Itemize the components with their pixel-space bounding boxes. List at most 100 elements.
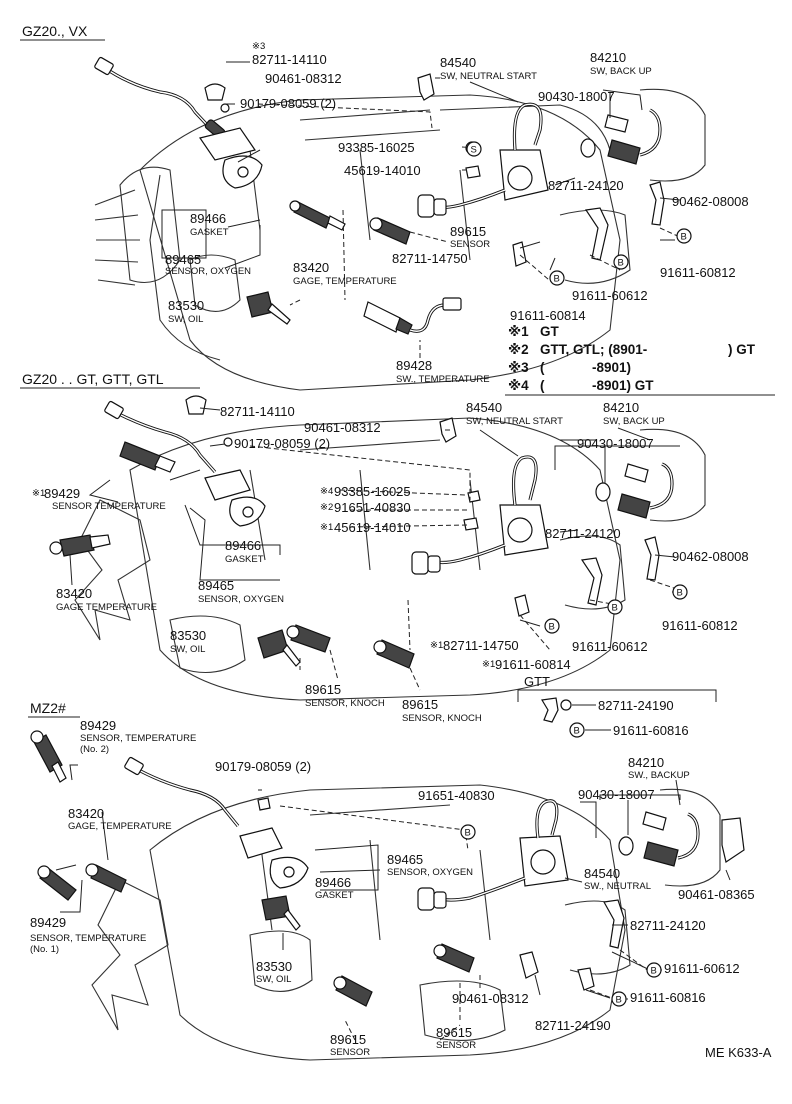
section-title: GZ20 . . GT, GTT, GTL	[22, 371, 164, 387]
bolt-marker-icon: B	[569, 722, 585, 738]
bolt-marker-icon: B	[672, 584, 688, 600]
part-number-93385-16025: 93385-16025	[334, 484, 411, 499]
part-caption: GAGE, TEMPERATURE	[68, 821, 172, 832]
note-mark: ※2	[508, 342, 529, 357]
svg-text:B: B	[618, 258, 624, 269]
part-number-82711-24190: 82711-24190	[598, 698, 674, 713]
bolt-marker-icon: B	[646, 962, 662, 978]
part-number-83420: 83420	[56, 586, 92, 601]
part-number-82711-24120: 82711-24120	[545, 526, 621, 541]
engine-drawing-3	[91, 784, 721, 1061]
part-caption: SENSOR	[330, 1047, 370, 1058]
part-caption: SENSOR TEMPERATURE	[52, 501, 166, 512]
prefix-mark: ※2	[320, 502, 333, 513]
svg-text:B: B	[681, 232, 687, 243]
part-number-90461-08312: 90461-08312	[265, 71, 342, 86]
bolt-marker-icon: B	[607, 599, 623, 615]
part-number-89429: 89429	[80, 718, 116, 733]
part-caption: SW., TEMPERATURE	[396, 374, 490, 385]
labels-section-2: 82711-14110 90461-08312 84540 SW, NEUTRA…	[32, 400, 749, 738]
part-number-82711-14750: 82711-14750	[392, 251, 468, 266]
part-number-90430-18007: 90430-18007	[578, 787, 655, 802]
part-number-84210: 84210	[603, 400, 639, 415]
part-number-89466: 89466	[190, 211, 226, 226]
part-number-45619-14010: 45619-14010	[344, 163, 421, 178]
part-number-84540: 84540	[584, 866, 620, 881]
section-title: MZ2#	[30, 700, 66, 716]
part-caption: SENSOR, OXYGEN	[387, 867, 473, 878]
part-number-91611-60612: 91611-60612	[664, 961, 740, 976]
note-mark: ※1	[508, 324, 529, 339]
part-number-91611-60812: 91611-60812	[662, 618, 738, 633]
note-text: (	[540, 378, 545, 393]
part-caption: GAGE TEMPERATURE	[56, 602, 157, 613]
part-number-82711-24120: 82711-24120	[630, 918, 706, 933]
part-number-84540: 84540	[466, 400, 502, 415]
part-caption: SW, BACK UP	[603, 416, 665, 427]
part-number-89465: 89465	[165, 252, 201, 267]
gtt-variant-box: GTT 82711-24190 B 91611-60816	[517, 674, 717, 738]
part-number-83530: 83530	[168, 298, 204, 313]
section-mz2: MZ2#	[28, 700, 745, 1061]
part-caption: SENSOR, OXYGEN	[198, 594, 284, 605]
part-caption: SENSOR, TEMPERATURE	[30, 933, 146, 944]
note-text: -8901)	[592, 360, 631, 375]
part-number-89615: 89615	[450, 224, 486, 239]
part-number-89615: 89615	[305, 682, 341, 697]
note-text: GT	[540, 324, 560, 339]
prefix-mark: ※1	[430, 640, 443, 651]
part-number-91651-40830: 91651-40830	[334, 500, 411, 515]
part-number-82711-24120: 82711-24120	[548, 178, 624, 193]
part-number-89466: 89466	[315, 875, 351, 890]
prefix-mark: ※4	[320, 486, 333, 497]
part-caption: SENSOR	[436, 1040, 476, 1051]
gtt-title: GTT	[524, 674, 550, 689]
part-number-91651-40830: 91651-40830	[418, 788, 495, 803]
note-text: ) GT	[728, 342, 756, 357]
part-number-91611-60812: 91611-60812	[660, 265, 736, 280]
part-number-90179-08059: 90179-08059 (2)	[215, 759, 311, 774]
part-number-91611-60816: 91611-60816	[630, 990, 706, 1005]
part-caption: SENSOR, TEMPERATURE	[80, 733, 196, 744]
part-number-89465: 89465	[198, 578, 234, 593]
svg-text:B: B	[616, 995, 622, 1006]
part-caption: GASKET	[190, 227, 229, 238]
section-gz20-vx: GZ20., VX	[20, 23, 706, 391]
labels-section-1: ※3 82711-14110 90461-08312 84540 SW, NEU…	[165, 41, 749, 385]
svg-text:B: B	[612, 603, 618, 614]
part-number-84210: 84210	[628, 755, 664, 770]
part-caption: SW, NEUTRAL START	[466, 416, 563, 427]
bolt-marker-icon: B	[460, 824, 476, 840]
part-caption: GAGE, TEMPERATURE	[293, 276, 397, 287]
labels-section-3: 89429 SENSOR, TEMPERATURE (No. 2) 90179-…	[30, 718, 755, 1058]
part-number-84540: 84540	[440, 55, 476, 70]
part-number-91611-60814: 91611-60814	[495, 657, 571, 672]
s-marker-icon: S	[466, 141, 482, 157]
part-number-89465: 89465	[387, 852, 423, 867]
part-number-90462-08008: 90462-08008	[672, 194, 749, 209]
svg-text:B: B	[574, 726, 580, 737]
svg-text:S: S	[471, 145, 477, 156]
part-number-83530: 83530	[170, 628, 206, 643]
part-number-91611-60612: 91611-60612	[572, 288, 648, 303]
part-caption: GASKET	[225, 554, 264, 565]
part-caption: SENSOR, OXYGEN	[165, 266, 251, 277]
prefix-mark: ※1	[482, 659, 495, 670]
part-number-82711-14110: 82711-14110	[220, 404, 295, 419]
prefix-mark: ※3	[252, 41, 265, 52]
part-caption: SW., NEUTRAL	[584, 881, 651, 892]
part-caption: SW., BACKUP	[628, 770, 690, 781]
part-caption: SW, OIL	[256, 974, 291, 985]
part-number-89615: 89615	[436, 1025, 472, 1040]
part-number-89429: 89429	[30, 915, 66, 930]
part-number-45619-14010: 45619-14010	[334, 520, 411, 535]
bolt-marker-icon: B	[544, 618, 560, 634]
part-caption: SENSOR, KNOCH	[305, 698, 385, 709]
part-caption: SW, NEUTRAL START	[440, 71, 537, 82]
bolt-marker-icon: B	[676, 228, 692, 244]
part-number-82711-24190: 82711-24190	[535, 1018, 611, 1033]
diagram-code: ME K633-A	[705, 1045, 772, 1060]
part-number-90179-08059: 90179-08059 (2)	[240, 96, 336, 111]
prefix-mark: ※1	[320, 522, 333, 533]
